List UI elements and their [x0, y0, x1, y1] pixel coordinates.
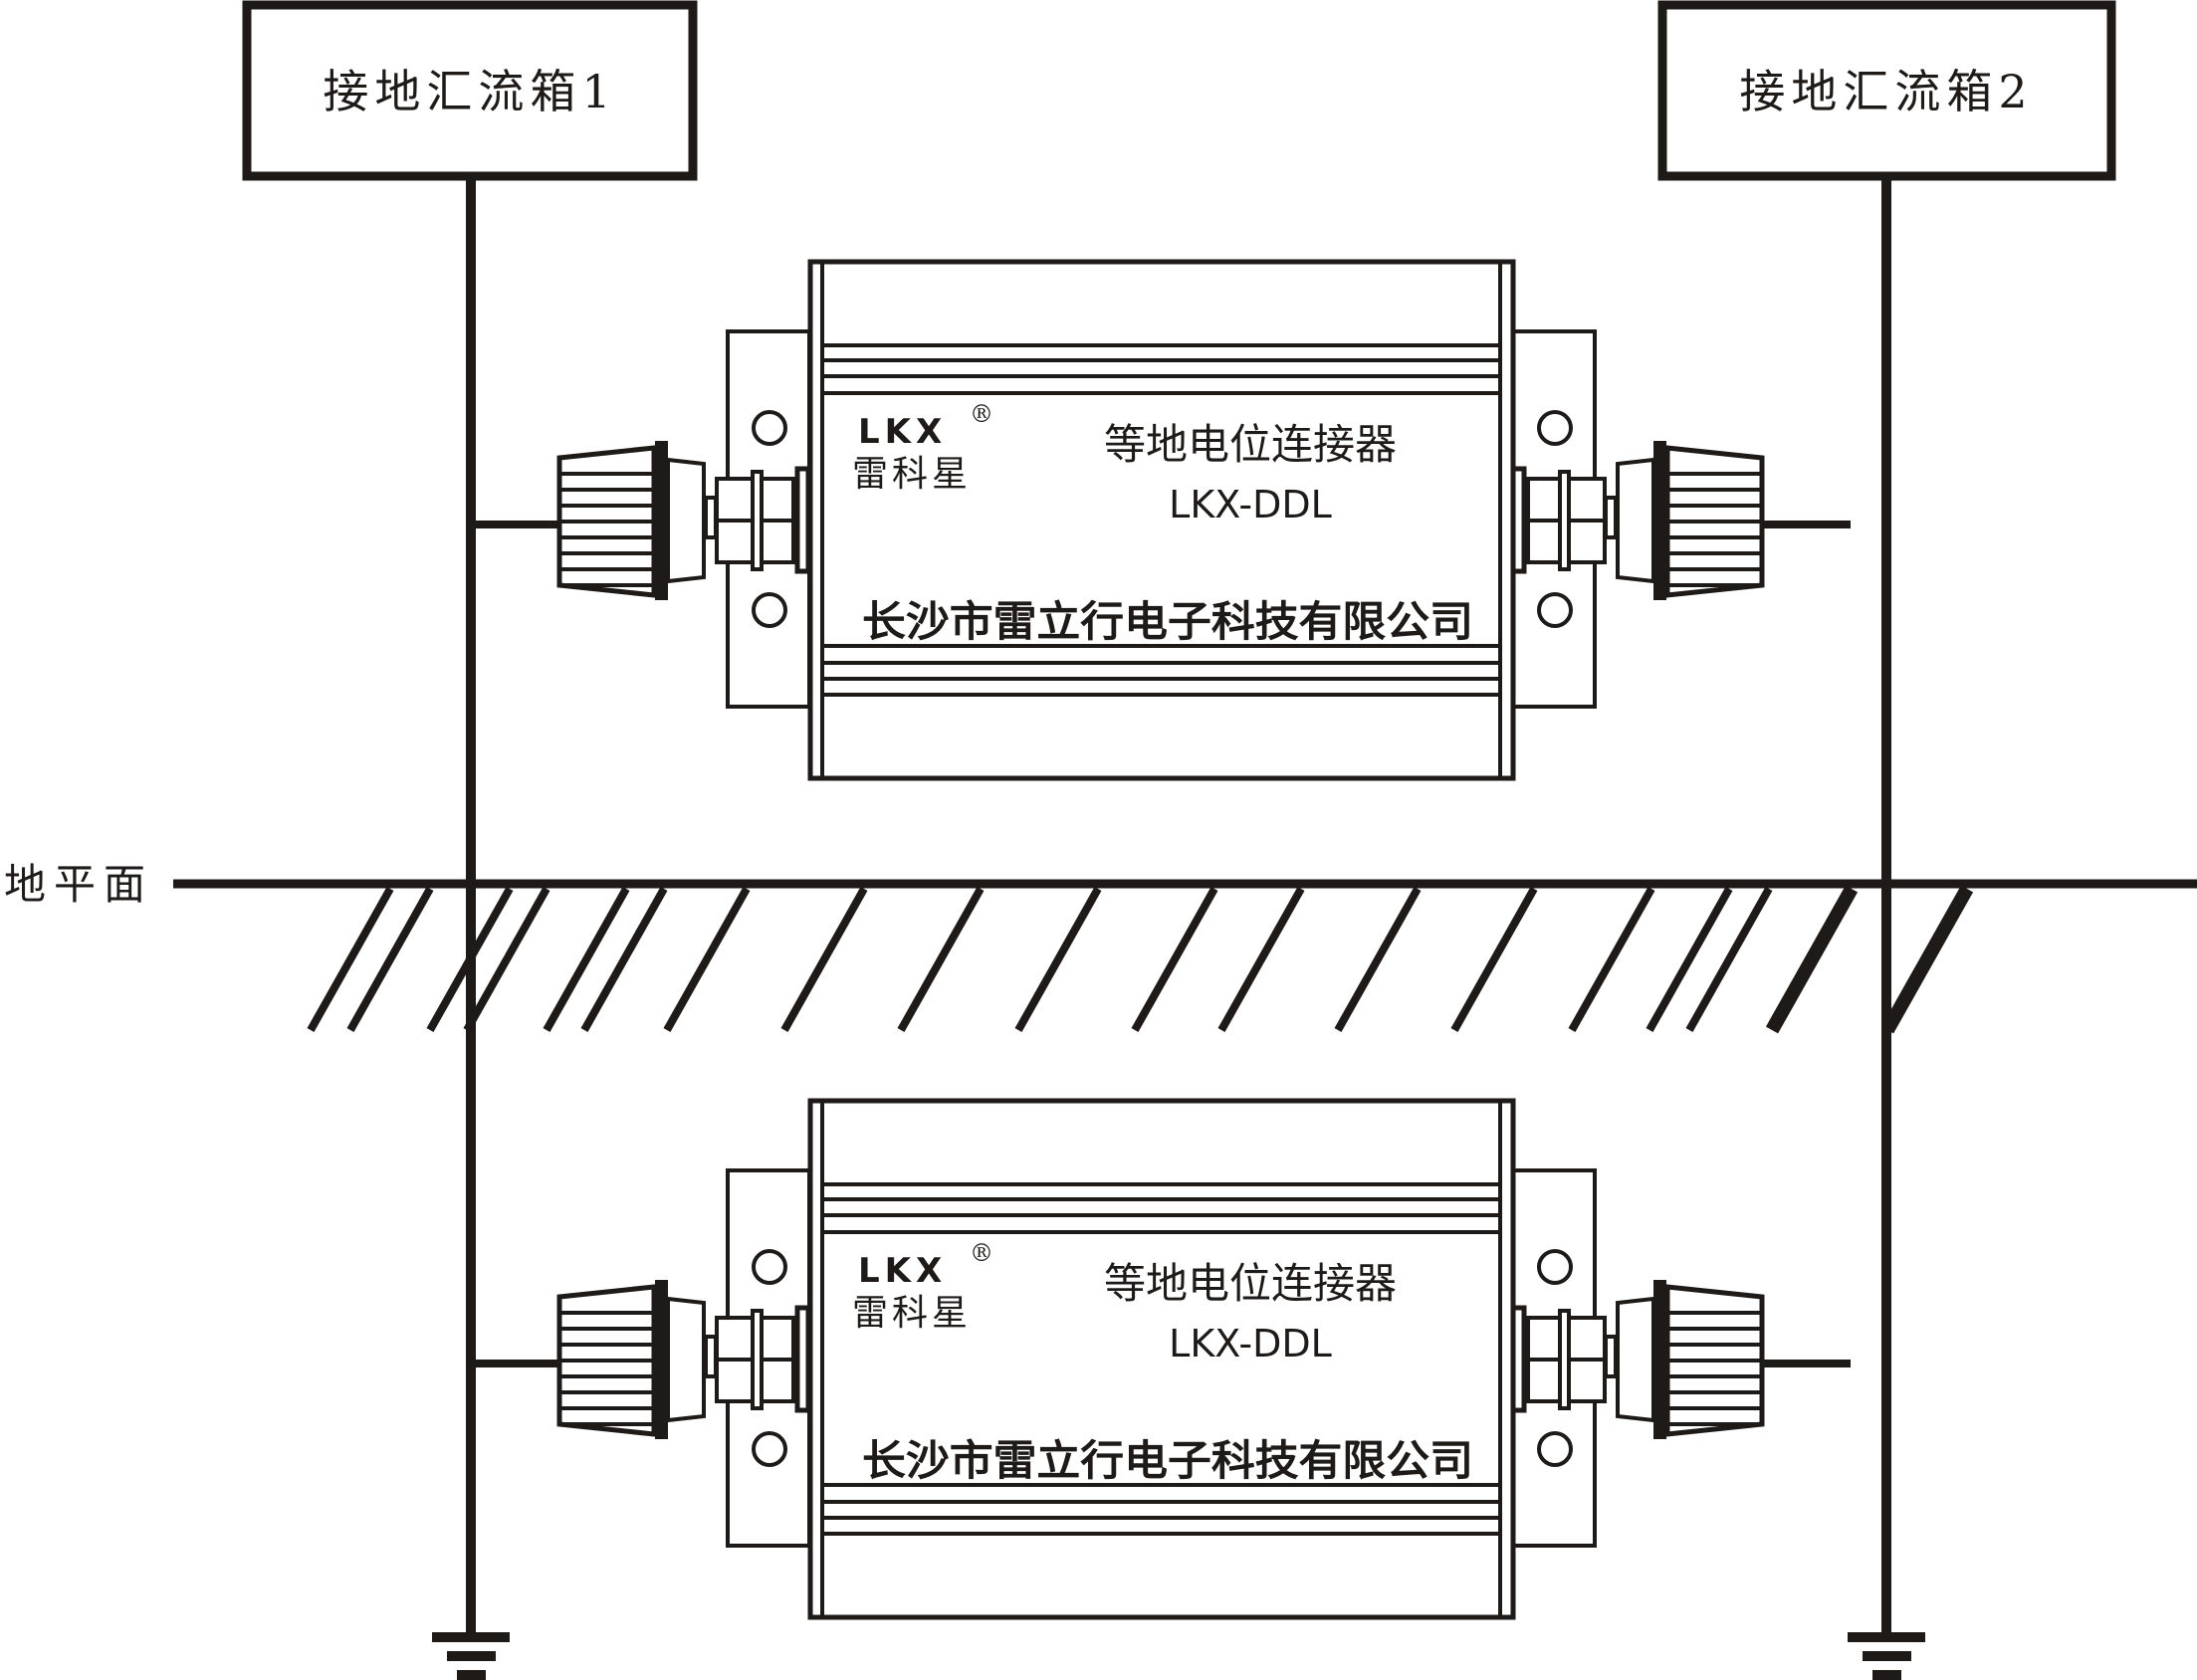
brand-logo: LKX [858, 412, 947, 452]
hatch-line [1334, 887, 1422, 1032]
registered-mark: ® [970, 1239, 993, 1267]
mounting-hole-icon [752, 592, 787, 628]
hatch-line [780, 887, 868, 1032]
combiner-box-2-label: 接地汇流箱2 [1739, 65, 2033, 118]
device-body [807, 1098, 1516, 1620]
hatch-line [1880, 885, 1974, 1034]
device-body [807, 259, 1516, 781]
terminal-washer [794, 466, 811, 574]
hatch-line [426, 887, 514, 1032]
brand-logo: LKX [858, 1251, 947, 1291]
ground-level-label: 地平面 [4, 860, 153, 909]
mounting-hole-icon [1537, 592, 1573, 628]
hatch-line [1646, 887, 1733, 1032]
hatch-line [897, 887, 985, 1032]
hatch-line [580, 887, 668, 1032]
right-terminal [1510, 1280, 1851, 1439]
ground-level: 地平面 [4, 860, 2197, 1034]
equipotential-connector-2: LKX ® 雷科星 等地电位连接器 LKX-DDL 长沙市雷立行电子科技有限公司 [471, 1098, 1851, 1620]
mounting-hole-icon [752, 1249, 787, 1285]
model-number: LKX-DDL [1169, 1322, 1332, 1365]
mounting-hole-icon [1537, 1249, 1573, 1285]
equipotential-connector-1: LKX ® 雷科星 等地电位连接器 LKX-DDL 长沙市雷立行电子科技有限公司 [471, 259, 1851, 781]
knob-flange [655, 1280, 668, 1439]
knob-collar [1616, 457, 1655, 584]
mounting-hole-icon [752, 1431, 787, 1467]
terminal-washer [794, 1305, 811, 1413]
ground-hatching [307, 885, 1974, 1034]
terminal-stub [704, 496, 718, 539]
nut-ring [751, 1309, 764, 1410]
mounting-hole-icon [752, 410, 787, 446]
hatch-line [1765, 885, 1859, 1034]
hatch-line [463, 887, 550, 1032]
hatch-line [663, 887, 751, 1032]
right-terminal [1510, 441, 1851, 600]
terminal-stub [1604, 496, 1618, 539]
left-terminal [471, 1280, 811, 1439]
product-name: 等地电位连接器 [1104, 1259, 1397, 1308]
hatch-line [307, 887, 394, 1032]
terminal-washer [1510, 1305, 1527, 1413]
hatch-line [1685, 887, 1773, 1032]
mounting-hole-icon [1537, 410, 1573, 446]
nut-ring [751, 470, 764, 571]
terminal-stub [704, 1335, 718, 1378]
knob-flange [655, 441, 668, 600]
device-housing [471, 1098, 1851, 1620]
manufacturer-name: 长沙市雷立行电子科技有限公司 [862, 597, 1473, 646]
hatch-line [1014, 887, 1102, 1032]
mounting-hole-icon [1537, 1431, 1573, 1467]
earth-ground-symbol-left [432, 1632, 510, 1680]
terminal-stub [1604, 1335, 1618, 1378]
hatch-line [543, 887, 630, 1032]
device-housing [471, 259, 1851, 781]
knob-flange [1653, 1280, 1666, 1439]
hatch-line [1217, 887, 1305, 1032]
terminal-washer [1510, 466, 1527, 574]
combiner-box-1-label: 接地汇流箱1 [323, 65, 616, 118]
brand-chinese-name: 雷科星 [852, 454, 972, 495]
registered-mark: ® [970, 400, 993, 428]
knob-collar [666, 1296, 706, 1423]
manufacturer-name: 长沙市雷立行电子科技有限公司 [862, 1436, 1473, 1485]
nut-ring [1558, 1309, 1571, 1410]
hatch-line [1568, 887, 1655, 1032]
earth-ground-symbol-right [1848, 1632, 1925, 1680]
product-name: 等地电位连接器 [1104, 420, 1397, 469]
combiner-box-1: 接地汇流箱1 [242, 0, 698, 181]
knob-collar [1616, 1296, 1655, 1423]
model-number: LKX-DDL [1169, 483, 1332, 526]
left-terminal [471, 441, 811, 600]
hatch-line [346, 887, 434, 1032]
hatch-line [1450, 887, 1538, 1032]
knob-flange [1653, 441, 1666, 600]
hatch-line [1131, 887, 1218, 1032]
nut-ring [1558, 470, 1571, 571]
brand-chinese-name: 雷科星 [852, 1293, 972, 1334]
knob-collar [666, 457, 706, 584]
combiner-box-2: 接地汇流箱2 [1657, 0, 2116, 181]
